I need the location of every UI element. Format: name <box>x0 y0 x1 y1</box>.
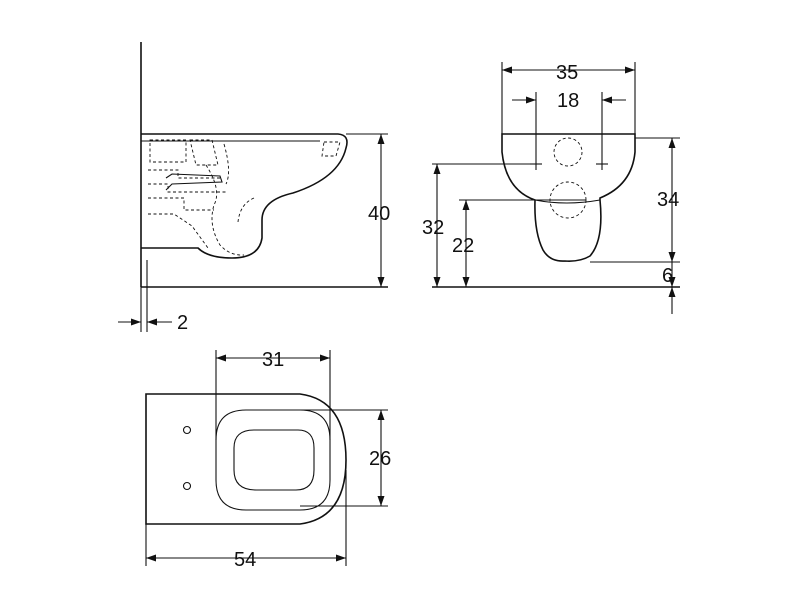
dim-front-fixing-spacing: 18 <box>557 90 579 112</box>
front-view: 35 18 34 6 32 22 <box>422 62 680 314</box>
dim-front-outlet-height: 32 <box>422 217 444 239</box>
dim-front-floor-gap: 6 <box>662 265 673 287</box>
top-seat-inner <box>233 429 315 491</box>
top-seat-outer <box>215 409 331 511</box>
top-view: 31 26 54 <box>145 349 391 571</box>
dim-front-inlet-height: 22 <box>452 235 474 257</box>
dim-side-height: 40 <box>368 203 390 225</box>
front-inlet-circle <box>553 137 583 167</box>
side-hidden-lines <box>148 139 341 256</box>
top-fixing-hole-lower <box>182 481 192 491</box>
side-outlet-pipe <box>165 173 223 191</box>
top-bowl-outline <box>145 393 347 525</box>
side-view: 40 2 <box>118 42 390 334</box>
dim-top-seat-length: 31 <box>262 349 284 371</box>
dim-front-top-width: 35 <box>556 62 578 84</box>
dim-front-height: 34 <box>657 189 679 211</box>
dim-wall-offset: 2 <box>177 312 188 334</box>
front-waist-line <box>534 199 601 204</box>
dim-top-overall-length: 54 <box>234 549 256 571</box>
front-fixing-right <box>596 158 608 170</box>
top-fixing-hole-upper <box>182 425 192 435</box>
dim-top-seat-width: 26 <box>369 448 391 470</box>
side-bowl-outline <box>141 133 348 259</box>
